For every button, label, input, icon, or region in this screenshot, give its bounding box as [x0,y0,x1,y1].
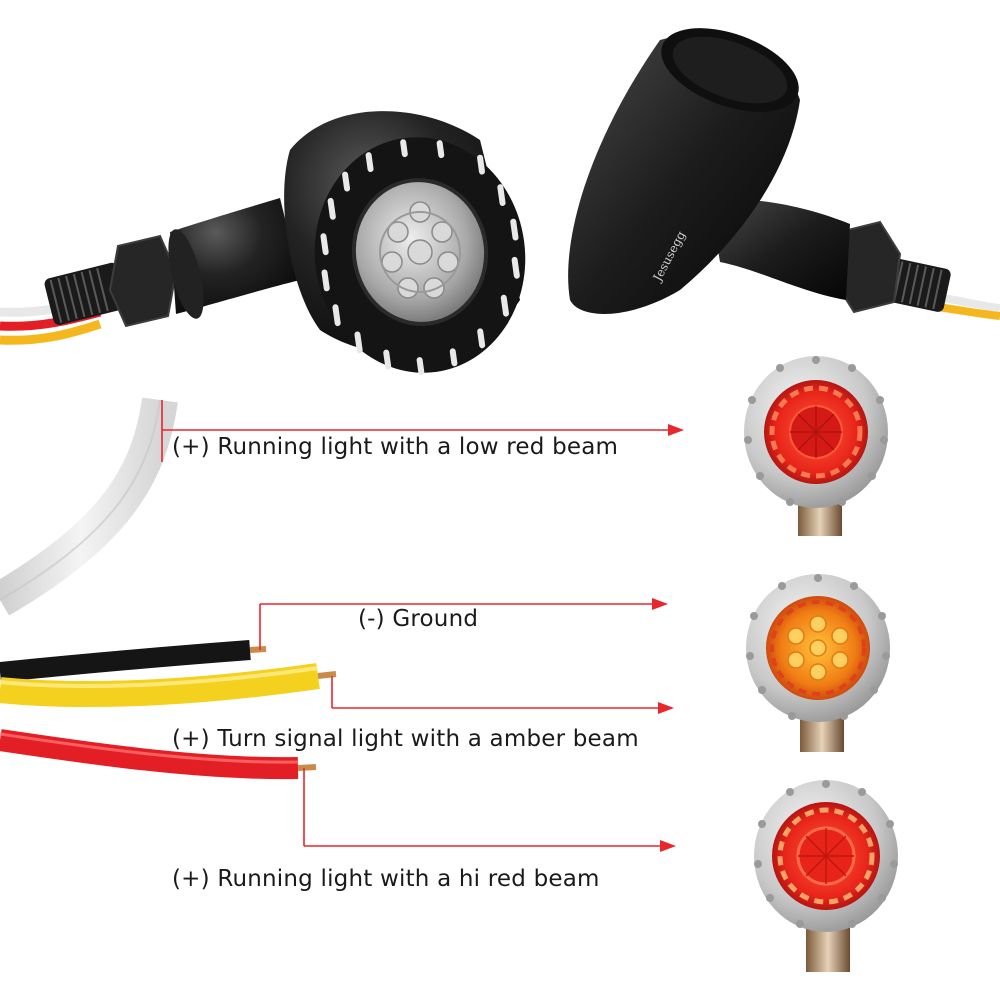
label-low-red-beam: (+) Running light with a low red beam [172,434,619,460]
label-hi-red-beam: (+) Running light with a hi red beam [172,866,600,892]
leader-lines [161,400,684,852]
right-turn-signal-unit: Jesusegg [568,28,1000,320]
label-turn-signal-amber: (+) Turn signal light with a amber beam [172,726,639,752]
lens-amber [746,574,890,752]
lens-hi-red [754,780,898,972]
left-turn-signal-unit [0,111,526,375]
label-ground: (-) Ground [358,606,479,632]
wire-bundle [0,397,337,780]
lens-low-red [744,356,888,536]
